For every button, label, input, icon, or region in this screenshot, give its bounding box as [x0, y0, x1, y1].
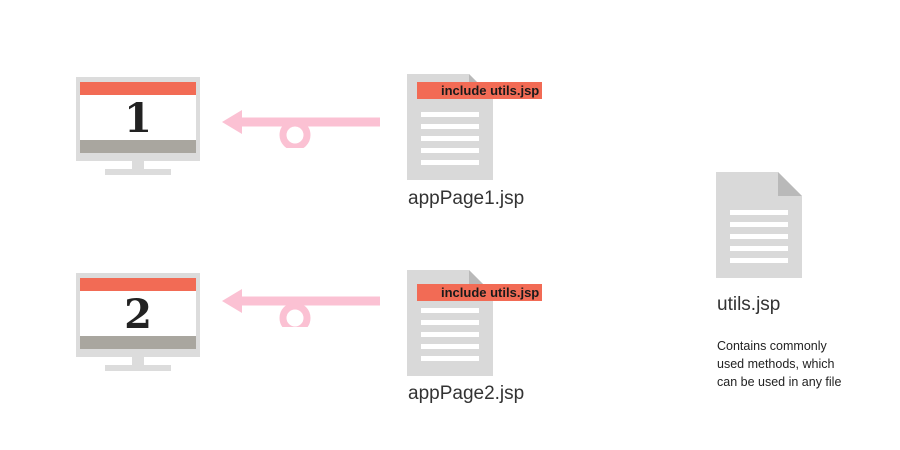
page-name-1: appPage1.jsp: [408, 188, 525, 209]
monitor-2: 2: [76, 273, 200, 373]
arrow-left-icon: [222, 289, 380, 327]
screen-number: 2: [124, 291, 152, 338]
document-icon: [716, 172, 802, 278]
utility-file-name: utils.jsp: [717, 294, 781, 315]
description-line: used methods, which: [717, 357, 835, 371]
description-line: can be used in any file: [717, 375, 842, 389]
include-banner-2: include utils.jsp: [417, 284, 542, 301]
monitor-1: 1: [76, 77, 200, 177]
description-line: Contains commonly: [717, 339, 827, 353]
include-banner-1: include utils.jsp: [417, 82, 542, 99]
monitor-icon: [76, 77, 200, 175]
page-name-2: appPage2.jsp: [408, 383, 525, 404]
arrow-left-icon: [222, 110, 380, 148]
screen-number: 1: [124, 95, 152, 142]
monitor-icon: [76, 273, 200, 371]
utility-description: Contains commonly used methods, which ca…: [717, 337, 841, 391]
